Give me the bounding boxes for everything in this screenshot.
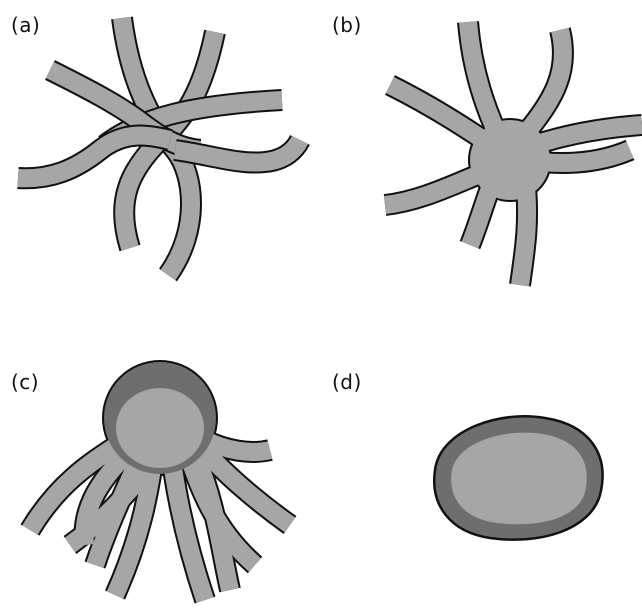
particle-core <box>451 433 587 525</box>
panel-c-micelle <box>30 360 290 600</box>
panel-d-particle <box>434 416 602 539</box>
panel-a-strands <box>18 18 300 275</box>
panel-label-c: (c) <box>11 372 39 392</box>
panel-label-d: (d) <box>332 372 362 392</box>
strand <box>175 140 300 163</box>
panel-label-b: (b) <box>332 15 362 35</box>
micelle-core <box>116 388 204 468</box>
panel-b-aggregate <box>385 22 642 285</box>
core <box>470 120 550 200</box>
panel-label-a: (a) <box>11 15 40 35</box>
